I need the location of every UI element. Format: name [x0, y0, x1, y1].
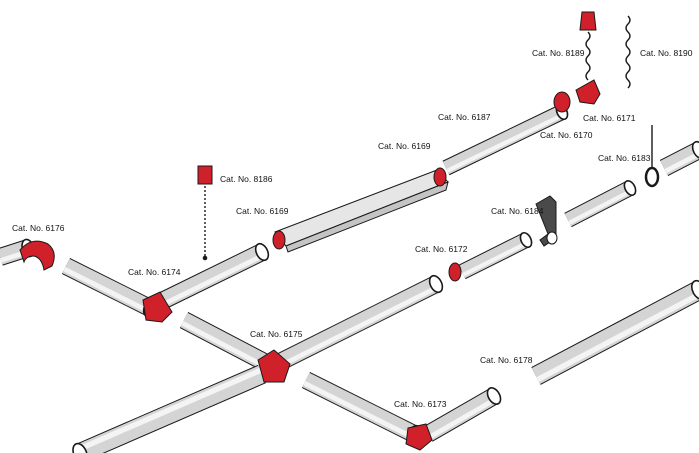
- pipe-6184-right: [564, 179, 637, 228]
- chain-8189: [585, 31, 591, 81]
- label-cat-6172: Cat. No. 6172: [415, 244, 468, 254]
- label-cat-6178: Cat. No. 6178: [480, 355, 533, 365]
- label-cat-8186: Cat. No. 8186: [220, 174, 273, 184]
- pipe-6173-up-end: [486, 387, 502, 405]
- pipe-top-right: [659, 140, 699, 177]
- pipe-6184-right-end: [623, 179, 637, 197]
- coupling-6172: [448, 262, 462, 282]
- label-cat-6174: Cat. No. 6174: [128, 267, 181, 277]
- label-cat-6187: Cat. No. 6187: [438, 112, 491, 122]
- pipe-6172-to-6184-end: [519, 231, 533, 249]
- end-cap-6170: [553, 91, 571, 113]
- ceiling-canopy-8186: [197, 165, 213, 185]
- pipe-6172-to-6184: [458, 231, 533, 280]
- hangers: [202, 15, 653, 261]
- pipe-6175-to-6173: [301, 371, 422, 444]
- cross-fitting-6175: [257, 349, 291, 383]
- label-cat-6169-top: Cat. No. 6169: [378, 141, 431, 151]
- chain-8190: [625, 15, 631, 89]
- elbow-fitting-6176: [19, 240, 55, 271]
- label-cat-6173: Cat. No. 6173: [394, 399, 447, 409]
- pipe-6178-long: [531, 279, 699, 385]
- label-cat-8189: Cat. No. 8189: [532, 48, 585, 58]
- shelf-tray-6169: [272, 167, 449, 253]
- label-cat-6171: Cat. No. 6171: [583, 113, 636, 123]
- reducer-6171: [575, 79, 601, 105]
- pipe-6175-up-to-6172: [275, 274, 444, 371]
- label-cat-6169-left: Cat. No. 6169: [236, 206, 289, 216]
- tee-fitting-6174: [142, 291, 173, 323]
- ceiling-canopy-8189: [579, 11, 597, 31]
- pipe-6175-up-to-6172-end: [428, 274, 444, 294]
- label-cat-6170: Cat. No. 6170: [540, 130, 593, 140]
- label-cat-6183: Cat. No. 6183: [598, 153, 651, 163]
- pipe-top-right-end: [691, 140, 699, 160]
- label-cat-6176: Cat. No. 6176: [12, 223, 65, 233]
- red-fittings: [19, 11, 601, 451]
- ring-6183: [644, 166, 660, 188]
- pipe-6174-up-end: [254, 242, 270, 262]
- pipe-6173-up: [423, 387, 502, 442]
- pipe-6187: [442, 103, 569, 176]
- rings: [644, 166, 660, 188]
- label-cat-6175: Cat. No. 6175: [250, 329, 303, 339]
- pipe-6175-down-left: [72, 364, 266, 453]
- label-cat-6184: Cat. No. 6184: [491, 206, 544, 216]
- label-cat-8190: Cat. No. 8190: [640, 48, 693, 58]
- pipe-6174-up: [156, 242, 270, 311]
- pipe-6178-long-end: [690, 279, 699, 301]
- pipes: [0, 103, 699, 453]
- bracket-6184: [535, 195, 558, 247]
- elbow-fitting-6173: [405, 423, 433, 451]
